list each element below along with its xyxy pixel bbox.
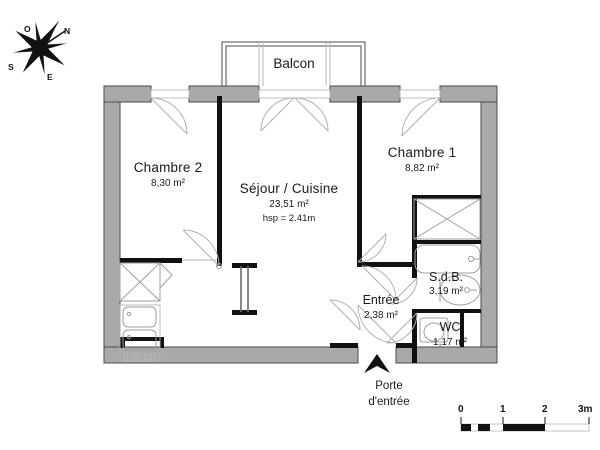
kitchen-closet xyxy=(119,261,173,302)
door-swing-chambre2 xyxy=(182,229,222,269)
room-label-sejour: Séjour / Cuisine xyxy=(239,181,339,196)
compass-label-west: O xyxy=(24,24,31,34)
room-label-wc: WC xyxy=(439,320,461,334)
scale-tick-3m: 3m xyxy=(578,404,593,415)
room-area-chambre2: 8,30 m² xyxy=(151,178,185,189)
room-area-sdb: 3,19 m² xyxy=(429,286,463,297)
scale-bar-graphic xyxy=(460,417,590,432)
room-label-chambre1: Chambre 1 xyxy=(387,145,457,160)
balcony-label: Balcon xyxy=(273,56,315,71)
room-label-entree: Entrée xyxy=(362,293,400,307)
entrance-door-label-line2: d'entrée xyxy=(368,396,410,408)
room-label-chambre2: Chambre 2 xyxy=(133,160,203,175)
entrance-door-label-line1: Porte xyxy=(375,380,403,392)
room-label-sdb: S.d.B. xyxy=(428,270,464,284)
compass-label-north: N xyxy=(64,26,71,36)
chambre1-closet xyxy=(413,198,481,240)
window-openings xyxy=(150,42,441,99)
kitchen-sink xyxy=(119,304,161,362)
compass-label-south: S xyxy=(8,62,14,72)
interior-walls xyxy=(120,96,481,363)
bathtub xyxy=(414,244,481,274)
exterior-walls xyxy=(103,85,498,364)
center-post xyxy=(240,266,249,312)
sdb-washbasin xyxy=(439,274,481,306)
window-swing-arcs xyxy=(150,97,441,137)
room-area-sejour: 23,51 m² xyxy=(269,199,309,210)
room-area-chambre1: 8,82 m² xyxy=(405,163,439,174)
room-hsp-sejour: hsp = 2.41m xyxy=(262,213,316,224)
room-area-entree: 2,38 m² xyxy=(364,310,398,321)
scale-tick-0: 0 xyxy=(458,404,464,415)
door-swings-interior xyxy=(329,233,418,344)
scale-tick-1: 1 xyxy=(500,404,506,415)
room-area-wc: 1,17 m² xyxy=(433,337,467,348)
wc-bowl xyxy=(419,317,449,343)
entrance-arrow-marker xyxy=(364,354,390,373)
compass-label-east: E xyxy=(47,72,53,82)
scale-tick-2: 2 xyxy=(542,404,548,415)
